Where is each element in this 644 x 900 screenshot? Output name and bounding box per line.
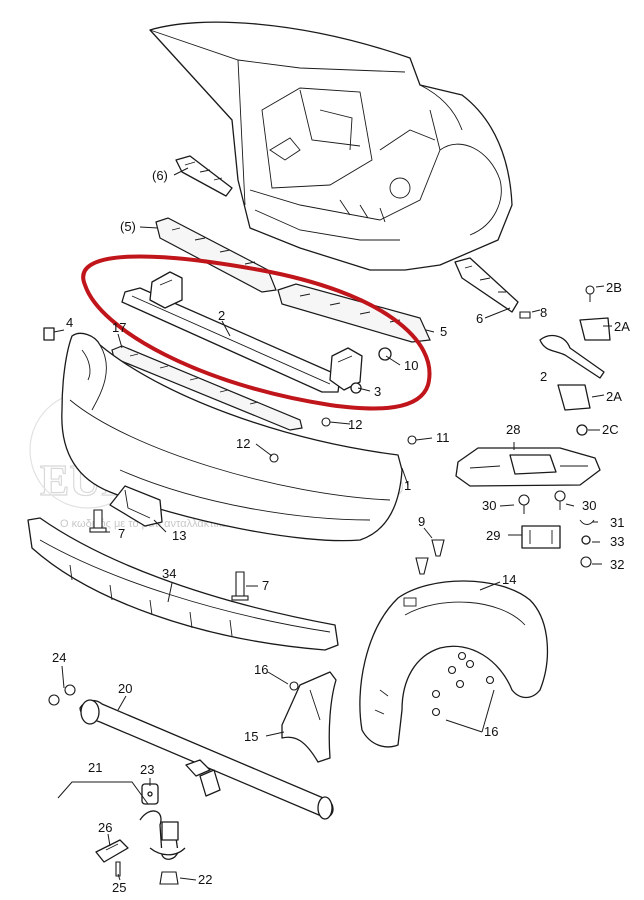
label-part-30-b: 30 <box>582 498 596 513</box>
label-part-12-a: 12 <box>348 417 362 432</box>
label-part-16-a: 16 <box>254 662 268 677</box>
part-9-clips <box>415 539 445 575</box>
label-part-26: 26 <box>98 820 112 835</box>
label-part-28: 28 <box>506 422 520 437</box>
label-part-22: 22 <box>198 872 212 887</box>
part-8-screw <box>519 311 531 319</box>
label-part-14: 14 <box>502 572 516 587</box>
part-29-clip <box>521 525 561 549</box>
label-part-7-b: 7 <box>262 578 269 593</box>
part-6-side-bracket-left <box>175 155 233 197</box>
label-part-11: 11 <box>436 430 450 445</box>
part-22-nut <box>159 871 179 885</box>
part-4-clip <box>43 327 55 341</box>
label-part-16-b: 16 <box>484 724 498 739</box>
vehicle-rear-body <box>149 21 513 271</box>
part-26-socket <box>95 839 129 863</box>
label-part-15: 15 <box>244 729 258 744</box>
label-part-2b: 2B <box>606 280 622 295</box>
part-16-screws-liner <box>431 651 495 717</box>
part-28-trim-panel <box>455 447 601 487</box>
part-2-bumper-carrier <box>121 271 363 393</box>
highlight-ring <box>81 254 432 411</box>
part-30-screw-b <box>554 490 566 510</box>
part-23-cap <box>147 791 153 797</box>
part-25-screw <box>115 861 121 877</box>
part-2a-mount-lower <box>557 384 591 411</box>
label-part-12-b: 12 <box>236 436 250 451</box>
label-part-13: 13 <box>172 528 186 543</box>
part-3-nut <box>350 382 362 394</box>
label-part-2a-lower: 2A <box>606 389 622 404</box>
part-1-bumper-cover <box>61 332 403 542</box>
label-part-2: 2 <box>218 308 225 323</box>
part-5-guide-profile-lower <box>277 283 431 343</box>
part-15-mudflap <box>281 671 337 763</box>
part-12-screw-a <box>321 417 331 427</box>
label-part-24: 24 <box>52 650 66 665</box>
label-part-20: 20 <box>118 681 132 696</box>
part-2a-mount-upper <box>579 317 611 341</box>
label-part-8: 8 <box>540 305 547 320</box>
leader-lines <box>53 167 612 881</box>
part-31-clip <box>579 519 595 525</box>
part-6-side-bracket-right <box>454 257 519 313</box>
part-2-bar-alt <box>539 334 605 379</box>
label-part-21: 21 <box>88 760 102 775</box>
label-part-3: 3 <box>374 384 381 399</box>
part-7-bolt-a <box>89 509 107 533</box>
part-2c-nut <box>576 424 588 436</box>
callout-labels: (6) (5) 4 2 17 5 10 3 6 8 2B 2A 2 2A 2C … <box>52 168 630 895</box>
label-part-25: 25 <box>112 880 126 895</box>
label-part-23: 23 <box>140 762 154 777</box>
part-33-washer <box>581 535 591 545</box>
part-16-screw <box>289 681 299 691</box>
label-part-4: 4 <box>66 315 73 330</box>
part-13-mounting-pad <box>109 485 163 527</box>
label-part-30-a: 30 <box>482 498 496 513</box>
label-part-29: 29 <box>486 528 500 543</box>
part-24-screw <box>48 684 76 706</box>
part-14-wheel-arch-liner <box>359 580 548 748</box>
label-part-5: 5 <box>440 324 447 339</box>
label-part-2-alt: 2 <box>540 369 547 384</box>
label-part-7-a: 7 <box>118 526 125 541</box>
label-part-33: 33 <box>610 534 624 549</box>
part-30-screw-a <box>518 494 530 514</box>
label-part-2c: 2C <box>602 422 619 437</box>
part-7-bolt-b <box>231 571 249 601</box>
label-part-2a-upper: 2A <box>614 319 630 334</box>
label-part-1: 1 <box>404 478 411 493</box>
fasteners <box>43 285 611 885</box>
label-part-6: 6 <box>476 311 483 326</box>
label-part-9: 9 <box>418 514 425 529</box>
part-32-screw <box>580 556 592 568</box>
part-21-tow-hook <box>139 783 186 860</box>
part-5-guide-profile-upper <box>155 217 277 293</box>
part-11-screw <box>407 435 417 445</box>
label-part-34: 34 <box>162 566 176 581</box>
label-part-5-paren: (5) <box>120 219 136 234</box>
label-part-10: 10 <box>404 358 418 373</box>
label-part-31: 31 <box>610 515 624 530</box>
part-2b-screw <box>585 285 595 302</box>
part-20-tow-bar <box>79 699 334 820</box>
label-part-17: 17 <box>112 320 126 335</box>
label-part-32: 32 <box>610 557 624 572</box>
label-part-6-paren: (6) <box>152 168 168 183</box>
